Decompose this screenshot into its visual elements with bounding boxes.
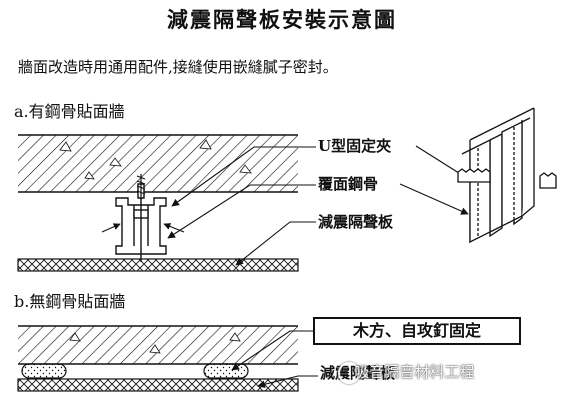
board-a [17, 258, 299, 272]
label-board-a: 減震隔聲板 [318, 213, 394, 231]
leaders-a [167, 145, 471, 266]
page-title: 減震隔聲板安裝示意圖 [167, 7, 397, 32]
watermark-label: 吸音隔音材料工程 [354, 363, 475, 381]
watermark-text: 吸音隔音材料工程 [340, 361, 474, 382]
section-a-heading: a.有鋼骨貼面牆 [14, 102, 125, 121]
screw-a [136, 174, 146, 200]
wood-strips-b [21, 363, 249, 379]
installation-note: 牆面改造時用通用配件,接縫使用嵌縫膩子密封。 [18, 58, 338, 76]
arrow-channel-right [163, 223, 185, 233]
steel-channel-3d [457, 107, 557, 244]
arrow-channel-left [101, 223, 121, 233]
label-wood-screw-fixing: 木方、自攻釘固定 [313, 317, 521, 345]
section-b-heading: b.無鋼骨貼面牆 [14, 292, 126, 311]
steel-channel-a [115, 183, 167, 262]
wall-b [18, 325, 298, 365]
wall-a [18, 134, 298, 193]
board-b [17, 378, 299, 392]
label-u-clip: U型固定夾 [318, 137, 392, 155]
label-steel-channel: 覆面鋼骨 [318, 175, 379, 193]
wechat-logo-icon [338, 362, 360, 384]
leaders-b [231, 330, 318, 389]
